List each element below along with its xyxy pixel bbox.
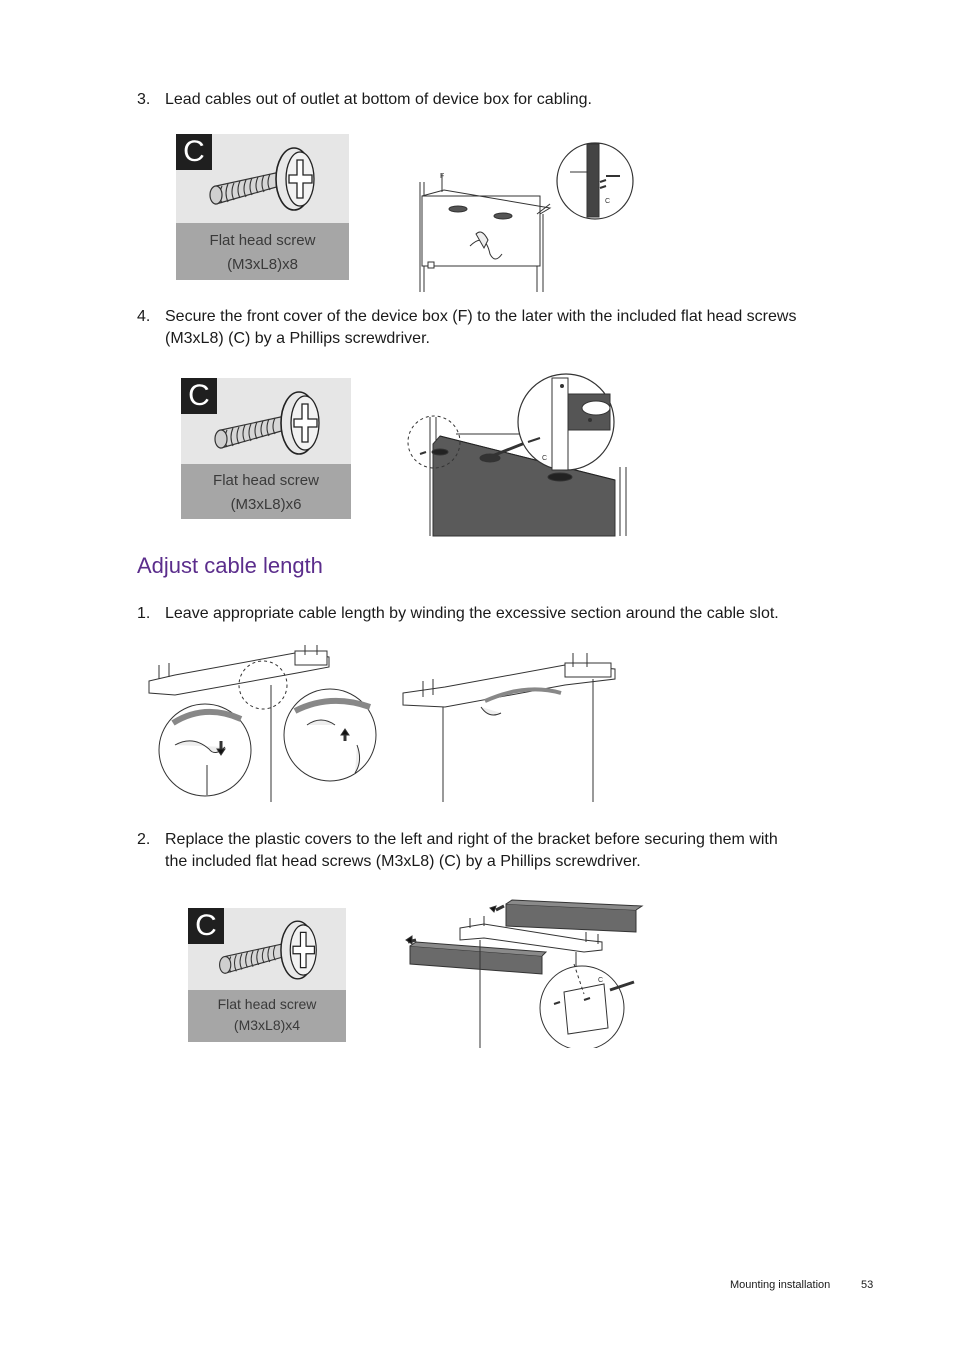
adjust-step-1: 1. Leave appropriate cable length by win… (137, 603, 897, 625)
screw-card: C Flat head screw (M3xL8)x4 (188, 908, 346, 1042)
step-text: Lead cables out of outlet at bottom of d… (165, 91, 592, 108)
footer-page-number: 53 (861, 1279, 874, 1291)
section-heading: Adjust cable length (137, 553, 323, 578)
screw-caption-line1: Flat head screw (217, 996, 317, 1012)
step-4: 4. Secure the front cover of the device … (137, 306, 897, 350)
flat-head-screw-icon (219, 920, 317, 980)
step-number: 3. (137, 91, 151, 108)
screw-caption: Flat head screw (M3xL8)x8 (176, 223, 349, 280)
step-text: Leave appropriate cable length by windin… (165, 605, 779, 622)
part-c-label: C (542, 455, 547, 462)
part-c-label: C (605, 198, 610, 205)
screw-caption-line1: Flat head screw (209, 232, 316, 249)
screw-card: C Flat head screw (M3xL8)x6 (181, 378, 351, 519)
screw-caption-line2: (M3xL8)x4 (233, 1017, 301, 1033)
screw-caption-line2: (M3xL8)x6 (230, 496, 302, 513)
step-text-line1: Replace the plastic covers to the left a… (165, 831, 778, 848)
screw-caption-line1: Flat head screw (213, 472, 319, 489)
step-text-line2: (M3xL8) (C) by a Phillips screwdriver. (165, 330, 430, 347)
part-label-badge: C (181, 378, 217, 414)
step-number: 4. (137, 308, 151, 325)
step-number: 1. (137, 605, 151, 622)
cable-winding-illustration (148, 645, 616, 802)
part-c-label: C (598, 977, 603, 984)
plastic-covers-illustration: C (405, 899, 644, 1048)
screw-card: C Flat head screw (M3xL8)x8 (176, 134, 349, 280)
front-cover-screwing-illustration: C (407, 373, 627, 537)
device-box-cabling-illustration: F C (419, 142, 634, 292)
adjust-step-2: 2. Replace the plastic covers to the lef… (137, 829, 897, 873)
part-label-badge: C (188, 908, 224, 944)
step-text-line2: the included flat head screws (M3xL8) (C… (165, 853, 641, 870)
step-number: 2. (137, 831, 151, 848)
step-text-line1: Secure the front cover of the device box… (165, 308, 797, 325)
footer-section-title: Mounting installation (730, 1279, 831, 1291)
part-label-badge: C (176, 134, 212, 170)
screw-caption: Flat head screw (M3xL8)x4 (188, 990, 346, 1042)
screw-caption: Flat head screw (M3xL8)x6 (181, 464, 351, 519)
screw-caption-line2: (M3xL8)x8 (227, 256, 298, 273)
flat-head-screw-icon (214, 391, 320, 455)
flat-head-screw-icon (209, 147, 315, 211)
part-f-label: F (440, 173, 444, 180)
step-3: 3. Lead cables out of outlet at bottom o… (137, 89, 897, 111)
